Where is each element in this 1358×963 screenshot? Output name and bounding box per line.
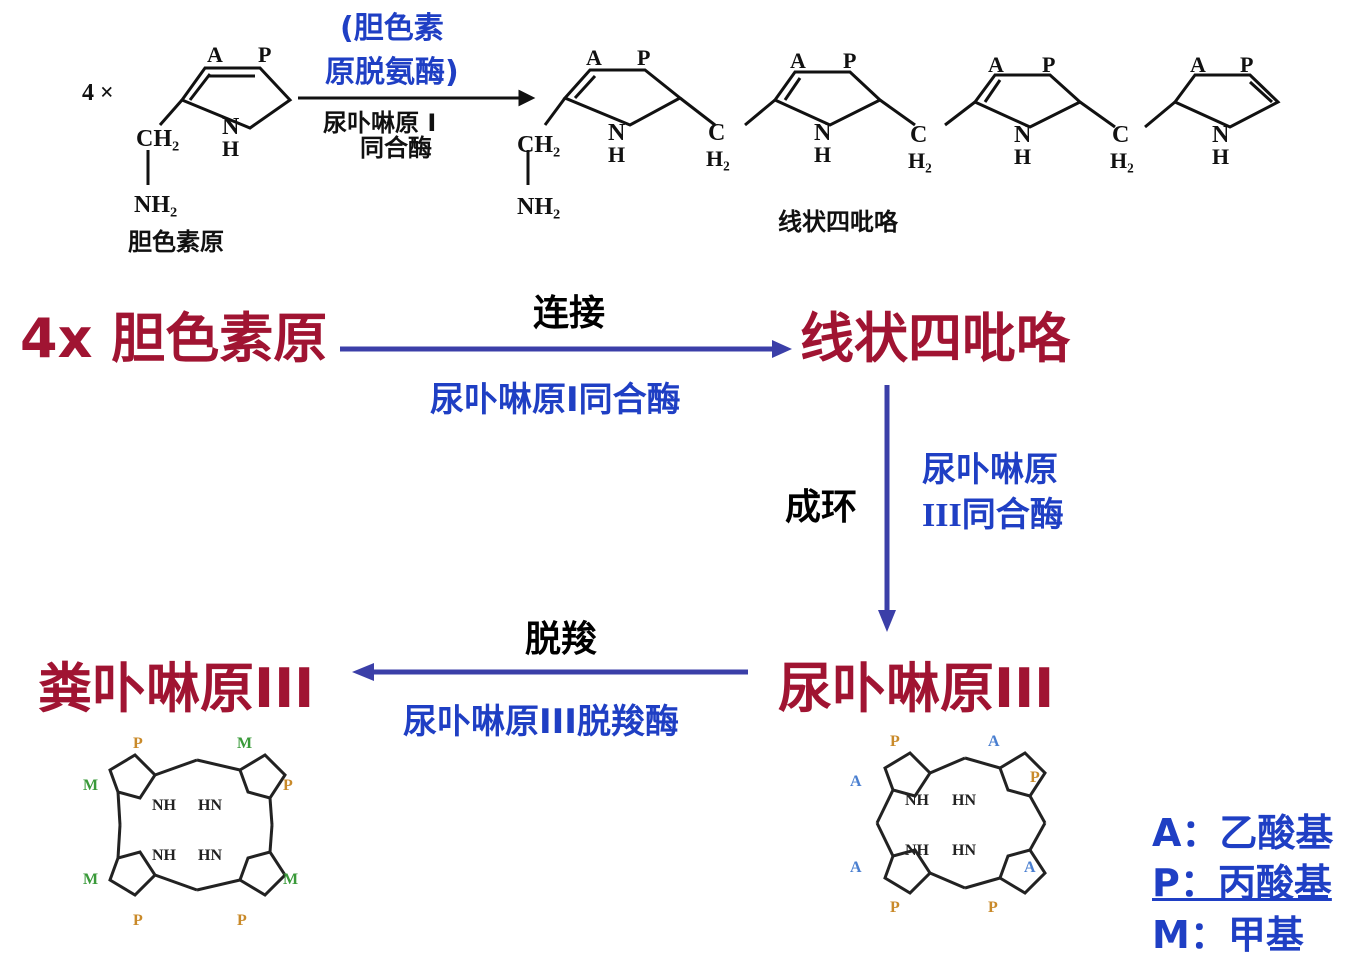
lin1-a: A: [586, 45, 602, 70]
lin1-h: H: [608, 142, 625, 167]
lin2-p: P: [843, 48, 856, 73]
lin3-n: N: [1014, 122, 1032, 148]
top-reaction-scheme: 4 × A P N H CH₂ NH₂ 胆色素原 尿卟啉原 I 同合酶 A P …: [82, 11, 1281, 256]
step3-label: 脱羧: [525, 619, 598, 660]
lin2-h: H: [814, 142, 831, 167]
uro-lbl-4: P: [1030, 769, 1040, 786]
multiplier-text: 4 ×: [82, 80, 114, 106]
uro-lbl-3: A: [850, 773, 862, 790]
lin-nh2: NH₂: [517, 194, 560, 220]
lin3-h: H: [1014, 144, 1031, 169]
step1-label: 连接: [533, 293, 606, 334]
uro-nh-2: HN: [952, 792, 976, 809]
linear-tetrapyrrole: 线状四吡咯: [800, 307, 1070, 370]
coproporphyrinogen: 粪卟啉原III: [38, 657, 315, 720]
linear-ring-3: [972, 73, 1083, 129]
copro-lbl-7: P: [133, 912, 143, 929]
bridge1-c: C: [708, 120, 725, 146]
uroporphyrinogen: 尿卟啉原III: [778, 657, 1055, 720]
linear-ring-4: [1172, 73, 1281, 129]
start-compound: 4x 胆色素原: [20, 307, 328, 370]
uro-lbl-6: A: [1024, 859, 1036, 876]
copro-lbl-1: P: [133, 735, 143, 752]
legend-propionate: P：丙酸基: [1152, 861, 1332, 905]
linear-ring-1: [562, 68, 683, 127]
copro-nh-2: HN: [198, 797, 222, 814]
bridge3-h2: H₂: [1110, 148, 1134, 173]
lin4-p: P: [1240, 52, 1253, 77]
uro-lbl-5: A: [850, 859, 862, 876]
uro-lbl-1: P: [890, 733, 900, 750]
legend-methyl: M：甲基: [1152, 913, 1304, 957]
pbg-name: 胆色素原: [128, 228, 224, 256]
step2-enzyme-line1: 尿卟啉原: [922, 450, 1058, 490]
lin4-a: A: [1190, 52, 1206, 77]
lin3-p: P: [1042, 52, 1055, 77]
step1-enzyme: 尿卟啉原I同合酶: [430, 380, 681, 420]
lin1-n: N: [608, 120, 626, 146]
lin4-n: N: [1212, 122, 1230, 148]
step2-label: 成环: [785, 487, 858, 528]
pbg-nh2: NH₂: [134, 192, 177, 218]
step2-enzyme-line2: III同合酶: [922, 497, 1064, 534]
copro-nh-1: NH: [152, 797, 177, 814]
lin-ch2: CH₂: [517, 132, 560, 158]
copro-lbl-4: P: [283, 777, 293, 794]
pbg-n: N: [222, 114, 240, 140]
enzyme-bracket-line1: (胆色素: [340, 11, 444, 46]
uro-nh-3: NH: [905, 842, 930, 859]
uro-lbl-7: P: [890, 899, 900, 916]
uro-nh-1: NH: [905, 792, 930, 809]
copro-lbl-5: M: [83, 871, 98, 888]
pbg-h: H: [222, 136, 239, 161]
enzyme-line2: 同合酶: [360, 134, 432, 162]
lin1-p: P: [637, 45, 650, 70]
linear-name: 线状四吡咯: [778, 208, 899, 236]
bridge2-h2: H₂: [908, 148, 932, 173]
enzyme-bracket-line2: 原脱氨酶): [325, 55, 459, 90]
copro-lbl-2: M: [237, 735, 252, 752]
lin4-h: H: [1212, 144, 1229, 169]
uro-lbl-8: P: [988, 899, 998, 916]
lin3-a: A: [988, 52, 1004, 77]
copro-structure: [108, 753, 287, 897]
bridge1-h2: H₂: [706, 146, 730, 171]
enzyme-line1: 尿卟啉原 I: [323, 109, 436, 137]
bridge3-c: C: [1112, 122, 1129, 148]
linear-ring-2: [772, 70, 883, 127]
copro-lbl-6: M: [283, 871, 298, 888]
step3-enzyme: 尿卟啉原III脱羧酶: [403, 702, 679, 742]
pbg-ch2: CH₂: [136, 126, 179, 152]
pbg-ring: [179, 66, 293, 130]
copro-lbl-8: P: [237, 912, 247, 929]
pbg-label-a: A: [207, 42, 223, 67]
lin2-a: A: [790, 48, 806, 73]
pbg-label-p: P: [258, 42, 271, 67]
copro-lbl-3: M: [83, 777, 98, 794]
copro-nh-4: HN: [198, 847, 222, 864]
uro-nh-4: HN: [952, 842, 976, 859]
uro-structure: [875, 751, 1047, 895]
bridge2-c: C: [910, 122, 927, 148]
copro-nh-3: NH: [152, 847, 177, 864]
uro-lbl-2: A: [988, 733, 1000, 750]
legend-acetate: A：乙酸基: [1152, 811, 1334, 855]
lin2-n: N: [814, 120, 832, 146]
